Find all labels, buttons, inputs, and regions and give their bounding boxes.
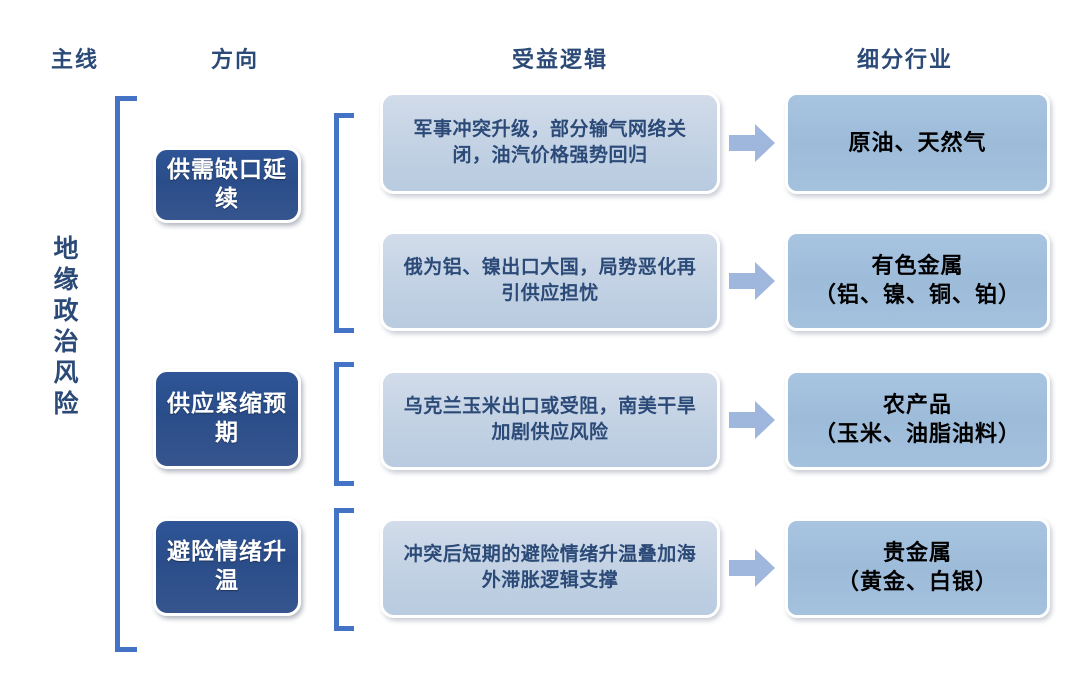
right-arrow-icon-3: [729, 399, 775, 441]
header-logic: 受益逻辑: [511, 47, 608, 72]
header-direction: 方向: [210, 47, 259, 72]
header-industry: 细分行业: [856, 47, 953, 72]
industry-box-1[interactable]: 原油、天然气: [785, 92, 1050, 194]
industry-box-2[interactable]: 有色金属 （铝、镍、铜、铂）: [785, 231, 1050, 331]
bracket-mainline: [115, 96, 137, 652]
industry-box-3[interactable]: 农产品 （玉米、油脂油料）: [785, 370, 1050, 470]
direction-box-1[interactable]: 供需缺口延续: [153, 147, 301, 223]
direction-box-3[interactable]: 避险情绪升温: [153, 518, 301, 616]
logic-box-3[interactable]: 乌克兰玉米出口或受阻，南美干旱加剧供应风险: [380, 370, 720, 470]
right-arrow-icon-4: [729, 547, 775, 589]
bracket-direction-2: [334, 362, 354, 486]
right-arrow-icon-2: [729, 260, 775, 302]
logic-box-4[interactable]: 冲突后短期的避险情绪升温叠加海外滞胀逻辑支撑: [380, 518, 720, 618]
bracket-direction-3: [334, 508, 354, 631]
header-mainline: 主线: [50, 47, 99, 72]
direction-box-2[interactable]: 供应紧缩预期: [153, 369, 301, 469]
industry-box-4[interactable]: 贵金属 （黄金、白银）: [785, 518, 1050, 618]
logic-box-1[interactable]: 军事冲突升级，部分输气网络关闭，油汽价格强势回归: [380, 92, 720, 194]
bracket-direction-1: [334, 113, 354, 333]
right-arrow-icon-1: [729, 122, 775, 164]
mainline-label: 地缘政治风险: [50, 235, 77, 421]
logic-box-2[interactable]: 俄为铝、镍出口大国，局势恶化再引供应担忧: [380, 231, 720, 331]
